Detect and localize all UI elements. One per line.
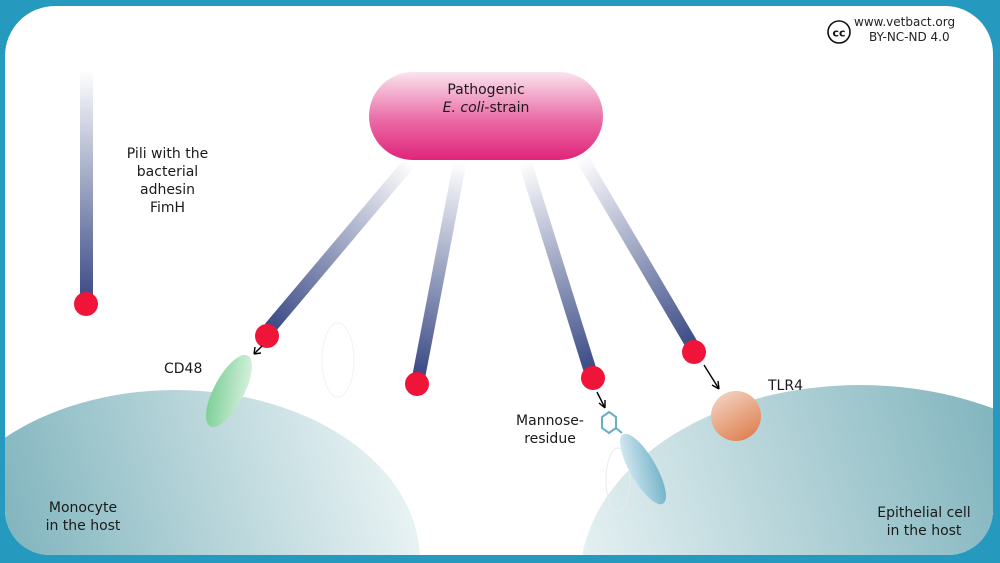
epithelial-label-line: Epithelial cell	[877, 505, 971, 521]
cd48-receptor	[206, 354, 252, 428]
pilus-3	[518, 160, 597, 372]
credit-site: www.vetbact.org	[854, 15, 956, 29]
mannose-label: Mannose- residue	[505, 412, 595, 448]
adhesin-tip-3	[581, 366, 605, 390]
monocyte-cell	[5, 390, 420, 555]
bacterium-label: Pathogenic E. coli-strain	[420, 81, 552, 117]
bacterium-label-line2: E. coli-strain	[420, 99, 552, 117]
pilus-1	[265, 157, 415, 333]
tlr4-receptor	[711, 391, 761, 441]
pilus-2	[412, 160, 467, 377]
legend-line: adhesin	[139, 182, 195, 198]
bacterium-label-line1: Pathogenic	[447, 82, 525, 98]
pili-legend-label: Pili with the bacterial adhesin FimH	[110, 145, 225, 217]
mannose-residue-icon	[601, 410, 623, 435]
fimh-adhesin-tip	[74, 292, 98, 316]
mannose-receptor	[620, 433, 666, 505]
adhesin-tip-2	[405, 372, 429, 396]
epithelial-label: Epithelial cell in the host	[864, 504, 984, 540]
ghost-receptor-outline	[321, 322, 355, 398]
epithelial-label-line: in the host	[886, 523, 962, 539]
tlr4-label: TLR4	[768, 378, 803, 394]
epithelial-cell	[580, 385, 993, 555]
mannose-label-line: residue	[524, 431, 576, 447]
legend-line: Pili with the	[126, 146, 209, 162]
legend-line: bacterial	[136, 164, 199, 180]
arrow-to-mannose	[596, 391, 606, 409]
legend-line: FimH	[149, 200, 186, 216]
monocyte-label: Monocyte in the host	[33, 499, 133, 535]
legend-pilus	[74, 70, 98, 316]
binding-arrows	[253, 345, 720, 409]
cd48-label: CD48	[164, 361, 203, 377]
adhesin-tip-1	[255, 324, 279, 348]
strain-suffix: -strain	[484, 100, 530, 116]
pilus-4	[576, 154, 698, 349]
arrow-to-tlr4	[703, 364, 720, 390]
bacterium-body	[369, 72, 603, 160]
monocyte-label-line: in the host	[45, 518, 121, 534]
ghost-mannose-outline	[605, 447, 631, 513]
arrow-to-cd48	[253, 345, 263, 355]
monocyte-label-line: Monocyte	[48, 500, 118, 516]
adhesin-tip-4	[682, 340, 706, 364]
pili-group	[255, 154, 706, 396]
credit-license: BY-NC-ND 4.0	[869, 30, 950, 44]
svg-text:cc: cc	[832, 27, 845, 40]
creative-commons-icon: cc	[827, 20, 851, 44]
mannose-label-line: Mannose-	[516, 413, 584, 429]
species-name: E. coli	[442, 100, 485, 116]
